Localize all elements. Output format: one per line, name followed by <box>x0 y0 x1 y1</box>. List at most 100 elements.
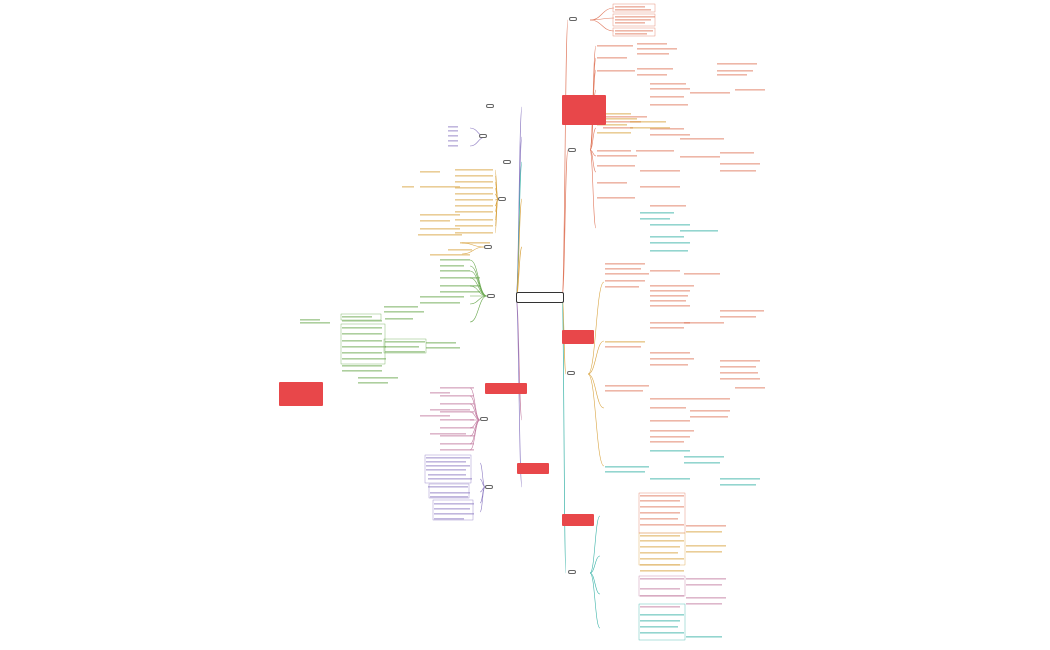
leaf-node-text <box>680 138 724 140</box>
branch-left-2[interactable] <box>479 134 487 138</box>
leaf-node-text <box>686 597 726 599</box>
branch-left-3[interactable] <box>503 160 511 164</box>
branch-top-right-2[interactable] <box>568 148 576 152</box>
connector-line <box>479 478 486 488</box>
leaf-node-text <box>650 242 690 244</box>
leaf-node-text <box>650 420 690 422</box>
leaf-node-text <box>684 462 720 464</box>
leaf-node-text <box>650 104 688 106</box>
leaf-node-text <box>455 205 493 207</box>
leaf-node-text <box>640 558 684 560</box>
leaf-node-text <box>597 197 635 199</box>
branch-left-7[interactable] <box>480 417 488 421</box>
connector-line <box>589 149 597 229</box>
leaf-node-text <box>650 305 690 307</box>
leaf-node-text <box>300 322 330 324</box>
connector-line <box>589 19 615 32</box>
leaf-node-box <box>383 338 427 354</box>
leaf-node-text <box>440 443 474 445</box>
leaf-node-text <box>448 145 458 147</box>
leaf-node-text <box>358 382 388 384</box>
branch-bottom-right[interactable] <box>568 570 576 574</box>
leaf-node-text <box>640 535 680 537</box>
leaf-node-text <box>637 48 677 50</box>
leaf-node-text <box>440 270 470 272</box>
highlight-box-3 <box>562 514 594 526</box>
leaf-node-text <box>640 540 684 542</box>
leaf-node-text <box>434 518 464 520</box>
leaf-node-text <box>342 316 372 318</box>
leaf-node-box <box>612 13 656 27</box>
leaf-node-text <box>342 358 386 360</box>
leaf-node-text <box>418 234 462 236</box>
leaf-node-text <box>603 127 633 129</box>
central-topic[interactable] <box>516 292 564 303</box>
branch-left-6[interactable] <box>487 294 495 298</box>
leaf-node-text <box>597 150 631 152</box>
leaf-node-text <box>426 469 466 471</box>
leaf-node-text <box>640 578 684 580</box>
leaf-node-text <box>640 218 670 220</box>
leaf-node-text <box>717 74 747 76</box>
connector-line <box>494 198 499 234</box>
leaf-node-text <box>630 127 670 129</box>
leaf-node-text <box>455 211 493 213</box>
leaf-node-text <box>615 16 655 18</box>
leaf-node-text <box>686 584 722 586</box>
leaf-node-text <box>615 6 645 8</box>
leaf-node-text <box>420 228 460 230</box>
leaf-node-text <box>720 316 756 318</box>
leaf-node-text <box>720 478 760 480</box>
leaf-node-text <box>605 286 639 288</box>
leaf-node-text <box>735 387 765 389</box>
leaf-node-text <box>684 273 720 275</box>
leaf-node-text <box>686 525 726 527</box>
branch-left-4[interactable] <box>498 197 506 201</box>
leaf-node-text <box>720 360 760 362</box>
connector-line <box>479 462 486 488</box>
branch-right-middle[interactable] <box>567 371 575 375</box>
leaf-node-text <box>640 546 680 548</box>
leaf-node-text <box>650 83 686 85</box>
leaf-node-text <box>686 545 726 547</box>
leaf-node-text <box>440 277 480 279</box>
leaf-node-text <box>440 291 480 293</box>
leaf-node-text <box>640 518 678 520</box>
connector-line <box>589 572 601 595</box>
leaf-node-text <box>640 170 680 172</box>
leaf-node-text <box>605 273 649 275</box>
leaf-node-text <box>650 352 690 354</box>
leaf-node-text <box>597 113 631 115</box>
leaf-node-text <box>440 395 474 397</box>
leaf-node-text <box>420 171 440 173</box>
leaf-node-text <box>650 358 694 360</box>
leaf-node-text <box>605 346 641 348</box>
highlight-box-6 <box>279 382 323 406</box>
leaf-node-text <box>690 416 728 418</box>
branch-top-right-1[interactable] <box>569 17 577 21</box>
leaf-node-text <box>686 578 726 580</box>
leaf-node-text <box>686 531 722 533</box>
leaf-node-text <box>448 249 472 251</box>
branch-left-1[interactable] <box>486 104 494 108</box>
leaf-node-text <box>448 135 458 137</box>
leaf-node-text <box>720 484 756 486</box>
leaf-node-text <box>448 140 458 142</box>
branch-left-5[interactable] <box>484 245 492 249</box>
leaf-node-text <box>455 199 493 201</box>
leaf-node-box <box>424 454 472 484</box>
branch-left-8[interactable] <box>485 485 493 489</box>
leaf-node-text <box>430 409 470 411</box>
leaf-node-text <box>720 310 764 312</box>
leaf-node-text <box>690 410 730 412</box>
leaf-node-text <box>640 552 678 554</box>
leaf-node-text <box>650 327 684 329</box>
leaf-node-text <box>650 128 684 130</box>
leaf-node-text <box>597 57 627 59</box>
leaf-node-text <box>637 74 667 76</box>
leaf-node-text <box>650 436 690 438</box>
leaf-node-text <box>603 121 641 123</box>
leaf-node-text <box>636 150 674 152</box>
leaf-node-text <box>650 205 686 207</box>
leaf-node-text <box>460 242 490 244</box>
